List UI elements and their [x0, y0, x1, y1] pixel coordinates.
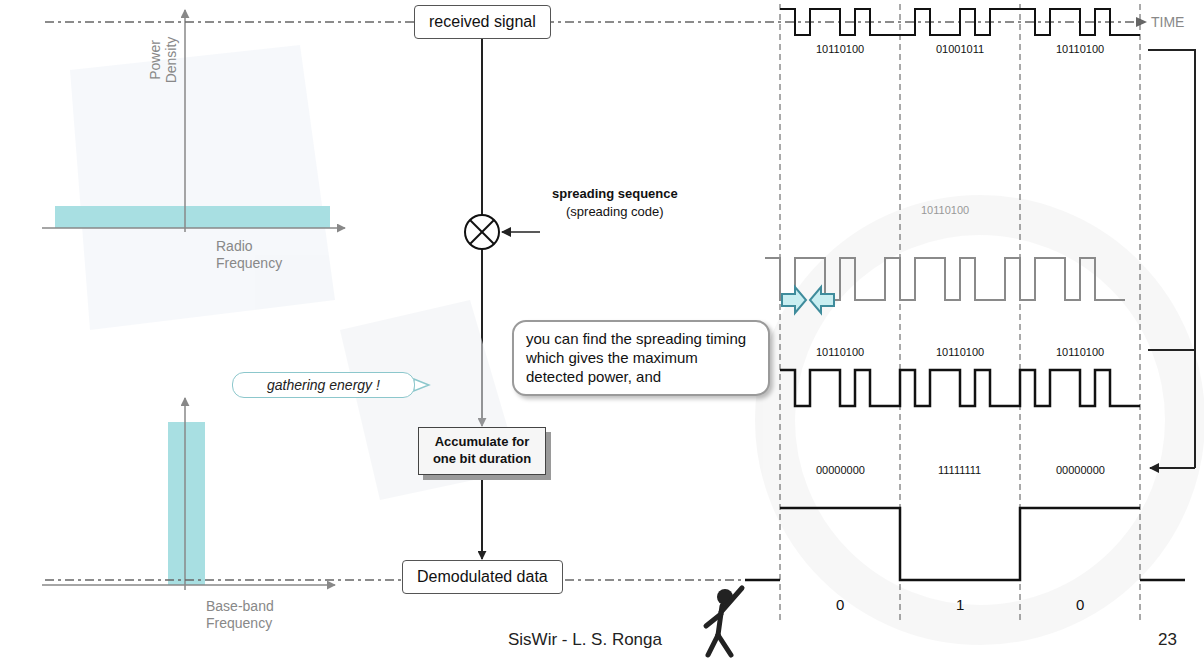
multiplier-symbol: [465, 215, 499, 249]
bit-value: 0: [836, 596, 844, 613]
axis-label: Base-band Frequency: [206, 598, 286, 632]
chip-sequence: 11111111: [938, 464, 981, 476]
bracket-arrow: [1150, 467, 1195, 469]
spectrum-plot: [42, 10, 345, 590]
callout-tail: [414, 379, 429, 391]
process-box: Accumulate for one bit duration: [418, 427, 546, 475]
footer-text: SisWir - L. S. Ronga: [508, 630, 662, 650]
code-label: (spreading code): [566, 204, 664, 219]
axis: [42, 227, 345, 229]
multiplier: [465, 215, 540, 249]
handset-outline: [775, 215, 1185, 625]
callout-tail: [414, 379, 429, 391]
chip-sequence: 10110100: [936, 346, 984, 358]
axis-label: Power Density: [147, 30, 179, 90]
aligned-code-waveform: [780, 370, 1140, 406]
chip-sequence: 10110100: [1056, 346, 1104, 358]
chip-sequence: 00000000: [816, 464, 865, 476]
bit-value: 1: [956, 596, 964, 613]
signal-box: received signal: [414, 5, 551, 39]
axis-label: TIME: [1151, 14, 1184, 30]
solar-panel: [70, 45, 335, 330]
chip-sequence: 10110100: [816, 346, 864, 358]
bracket-line: [1148, 349, 1195, 351]
axis: [184, 398, 186, 590]
received-waveform: [780, 9, 1140, 35]
chip-sequence: 01001011: [936, 43, 984, 55]
axis: [42, 584, 335, 586]
time-arrow-head: [1136, 17, 1147, 27]
chip-sequence: 10110100: [816, 43, 864, 55]
multiplier-cross: [470, 220, 494, 244]
node-text: gathering energy !: [267, 377, 380, 393]
chip-sequence: 00000000: [1056, 464, 1105, 476]
chip-sequence: 10110100: [1056, 43, 1104, 55]
flow-arrow: [481, 475, 483, 559]
chip-sequence: 10110100: [921, 204, 969, 216]
figure-arm: [721, 588, 742, 612]
node-text: Demodulated data: [417, 568, 548, 586]
node-text: you can find the spreading timing which …: [526, 330, 756, 386]
bracket: [1148, 50, 1195, 468]
page-number: 23: [1158, 630, 1177, 650]
figure-leg: [718, 635, 731, 655]
figure-arm: [706, 614, 721, 626]
spread-spectrum-band: [55, 206, 330, 228]
figure-leg: [708, 635, 718, 655]
stick-figure: [706, 588, 742, 655]
bit-boundary: [1140, 4, 1141, 622]
multiplier-cross: [470, 220, 494, 244]
code-label: spreading sequence: [552, 186, 678, 201]
time-lines: [45, 4, 1147, 622]
baseband-band: [168, 422, 205, 585]
pointer-arrows: [782, 287, 834, 313]
block-arrow: [782, 287, 806, 313]
note-callout: gathering energy !: [232, 372, 415, 398]
output-box: Demodulated data: [402, 560, 563, 594]
background-satellite: [70, 45, 1185, 625]
node-text: Accumulate for one bit duration: [425, 434, 539, 468]
bit-value: 0: [1076, 596, 1084, 613]
time-axis: [45, 21, 1136, 23]
node-text: received signal: [429, 13, 536, 31]
block-arrow: [810, 287, 834, 313]
bit-boundary: [780, 4, 781, 622]
data-waveform: [780, 508, 1140, 580]
data-waveform: [1140, 579, 1185, 582]
axis: [184, 10, 186, 232]
code-input-arrow: [502, 231, 540, 233]
axis-label: Radio Frequency: [216, 238, 296, 272]
waveforms: [745, 9, 1185, 580]
callout-box: you can find the spreading timing which …: [512, 320, 770, 396]
bracket-line: [1148, 50, 1195, 468]
data-waveform: [745, 579, 780, 582]
data-axis: [45, 579, 745, 581]
